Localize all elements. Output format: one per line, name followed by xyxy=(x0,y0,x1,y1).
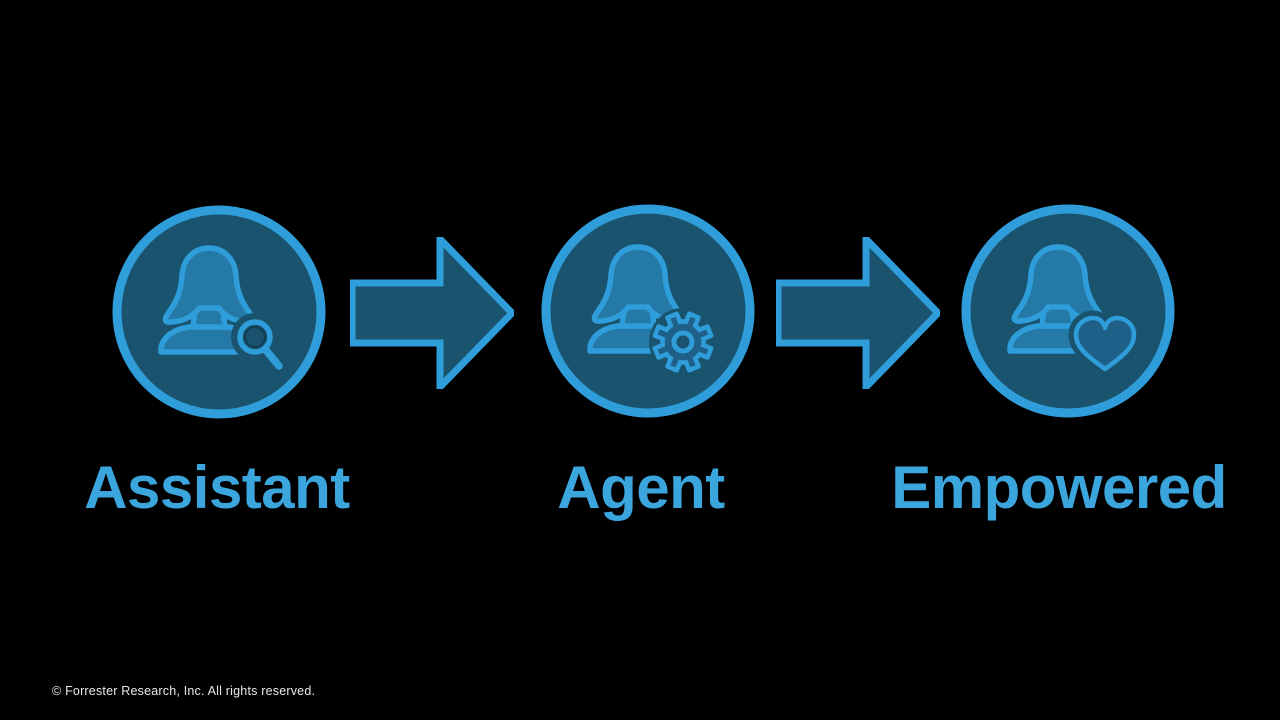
arrow-right-icon xyxy=(350,237,514,389)
stage-label-empowered: Empowered xyxy=(891,454,1227,521)
gear-icon xyxy=(649,308,717,376)
assistant-stage-icon xyxy=(112,205,326,419)
magnifier-icon xyxy=(231,313,290,377)
agent-stage-icon xyxy=(541,204,755,418)
heart-icon xyxy=(1068,310,1142,377)
arrow-right-icon xyxy=(776,237,940,389)
stage-label-assistant: Assistant xyxy=(84,454,350,521)
empowered-stage-icon xyxy=(961,204,1175,418)
stage-label-agent: Agent xyxy=(557,454,725,521)
footer-copyright: © Forrester Research, Inc. All rights re… xyxy=(52,684,316,698)
